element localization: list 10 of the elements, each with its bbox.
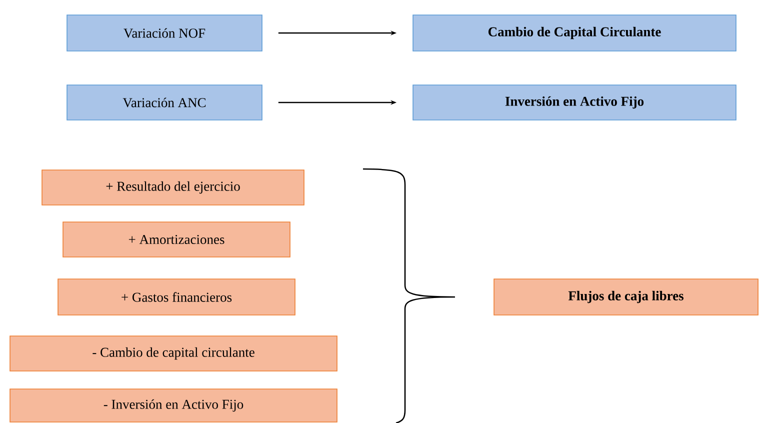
process-box: Cambio de Capital Circulante (412, 14, 736, 52)
term-box: - Cambio de capital circulante (10, 336, 338, 372)
process-box: Variación ANC (66, 84, 262, 120)
term-box: - Inversión en Activo Fijo (10, 388, 338, 422)
process-box: Variación NOF (66, 14, 262, 52)
process-box: Inversión en Activo Fijo (412, 84, 736, 120)
term-box: Flujos de caja libres (494, 278, 758, 316)
term-box: + Amortizaciones (62, 222, 290, 258)
term-box: + Resultado del ejercicio (42, 170, 304, 206)
term-box: + Gastos financieros (58, 278, 296, 316)
